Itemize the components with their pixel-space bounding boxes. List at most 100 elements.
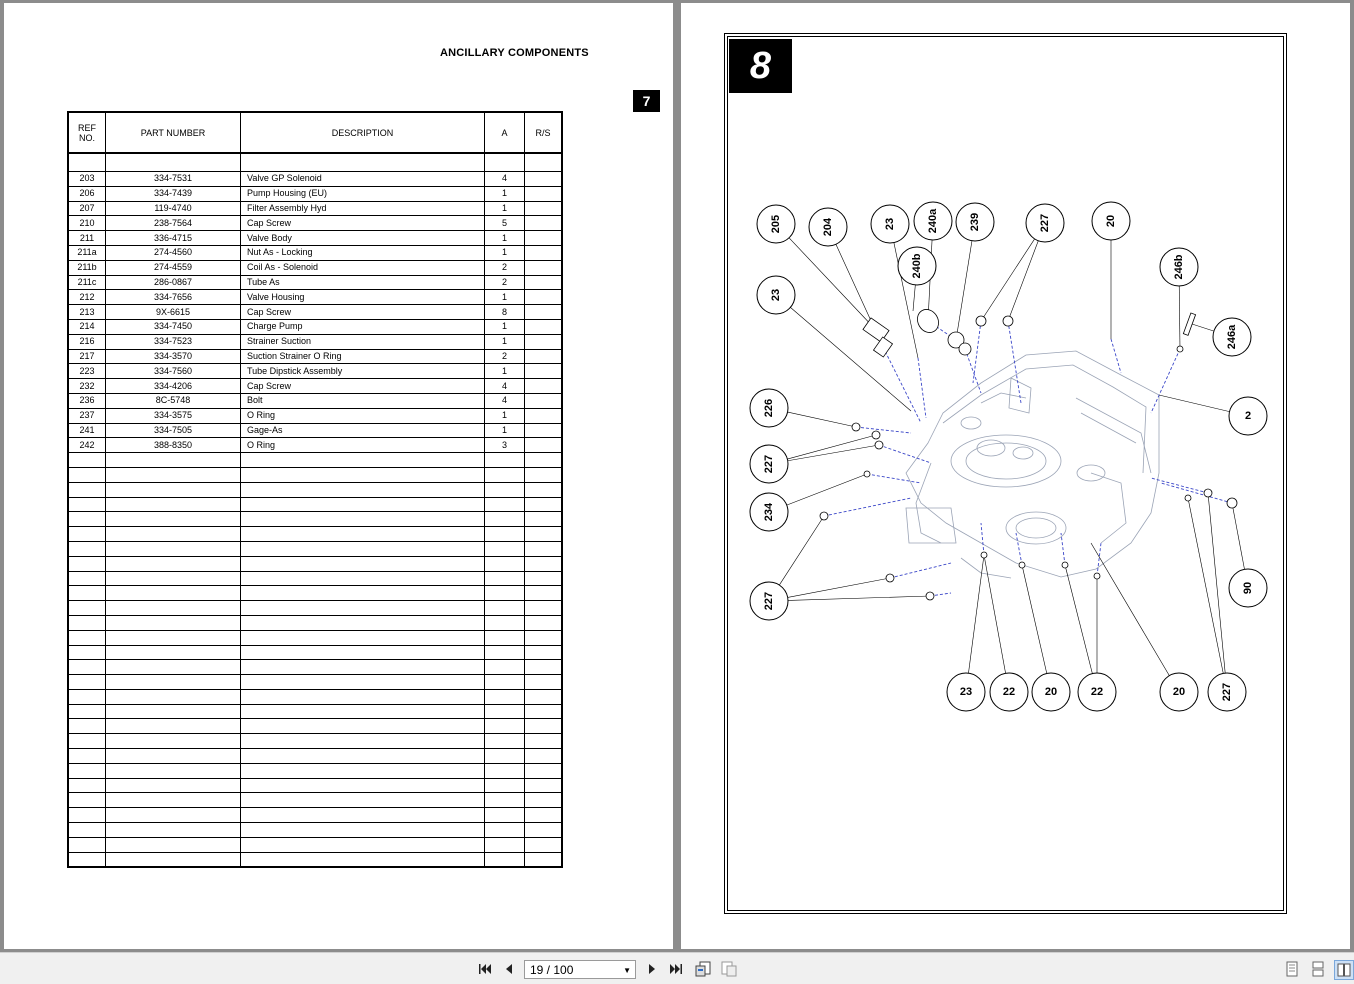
rs-cell xyxy=(524,378,563,394)
callout-label: 23 xyxy=(960,686,972,698)
callout-circle xyxy=(1159,672,1199,712)
description-cell: Cap Screw xyxy=(240,304,485,320)
callout-circle xyxy=(1228,396,1268,436)
callout-circle xyxy=(1025,203,1065,243)
leader-line xyxy=(983,554,1006,674)
empty-table-row xyxy=(67,556,563,572)
chevron-down-icon[interactable]: ▼ xyxy=(623,966,631,975)
last-page-icon[interactable] xyxy=(667,960,685,978)
page-number-field[interactable]: 19 / 100 ▼ xyxy=(524,960,636,979)
previous-page-icon[interactable] xyxy=(500,960,518,978)
continuous-view-icon[interactable] xyxy=(1309,960,1327,978)
callout-bubble: 227 xyxy=(749,444,789,484)
callout-label: 240b xyxy=(911,253,923,278)
leader-line xyxy=(787,411,857,428)
rs-cell xyxy=(524,319,563,335)
empty-table-row xyxy=(67,718,563,735)
callout-label: 90 xyxy=(1242,582,1254,594)
rs-cell xyxy=(524,186,563,202)
description-cell: Valve Housing xyxy=(240,289,485,306)
callout-label: 23 xyxy=(884,218,896,230)
rs-cell xyxy=(524,260,563,276)
leader-line xyxy=(790,307,912,412)
quantity-cell: 4 xyxy=(484,171,525,187)
callout-bubble: 2 xyxy=(1228,396,1268,436)
first-page-icon[interactable] xyxy=(476,960,494,978)
empty-table-row xyxy=(67,511,563,528)
callout-bubble: 204 xyxy=(808,207,848,247)
two-page-view-icon[interactable] xyxy=(1334,960,1354,980)
leader-line xyxy=(1207,492,1226,674)
quantity-cell: 4 xyxy=(484,378,525,394)
leader-line xyxy=(786,473,868,506)
callout-bubble: 22 xyxy=(989,672,1029,712)
callout-circle xyxy=(749,444,789,484)
page-title: ANCILLARY COMPONENTS xyxy=(440,47,589,59)
go-back-view-icon[interactable] xyxy=(694,960,712,978)
rs-cell xyxy=(524,437,563,454)
leader-line xyxy=(980,238,1035,322)
rs-cell xyxy=(524,304,563,320)
empty-table-row xyxy=(67,689,563,705)
rs-cell xyxy=(524,201,563,217)
callout-label: 23 xyxy=(770,289,782,301)
header-part-number: PART NUMBER xyxy=(105,112,241,154)
quantity-cell: 1 xyxy=(484,319,525,335)
ref-cell: 214 xyxy=(67,319,106,335)
description-cell: Tube Dipstick Assembly xyxy=(240,363,485,380)
ref-cell: 212 xyxy=(67,289,106,306)
page-indicator-text: 19 / 100 xyxy=(530,963,574,977)
callout-circle xyxy=(989,672,1029,712)
callout-circle xyxy=(1207,672,1247,712)
quantity-cell: 1 xyxy=(484,201,525,217)
assembly-line xyxy=(964,348,982,394)
go-forward-view-icon[interactable] xyxy=(720,960,738,978)
callout-bubble: 227 xyxy=(1207,672,1247,712)
empty-table-row xyxy=(67,645,563,661)
callout-label: 246b xyxy=(1173,254,1185,279)
callout-circle xyxy=(897,246,937,286)
callout-bubble: 205 xyxy=(756,204,796,244)
empty-table-row xyxy=(67,585,563,602)
callout-bubble: 234 xyxy=(749,492,789,532)
leader-line xyxy=(1231,502,1245,570)
empty-table-row xyxy=(67,807,563,824)
description-cell: Charge Pump xyxy=(240,319,485,335)
ref-cell: 211 xyxy=(67,230,106,246)
quantity-cell: 3 xyxy=(484,437,525,454)
part-number-cell: 334-4206 xyxy=(105,378,241,394)
callout-circle xyxy=(1031,672,1071,712)
ref-cell: 210 xyxy=(67,215,106,232)
assembly-dashed-lines xyxy=(823,320,1233,597)
assembly-line xyxy=(1007,320,1022,404)
leader-line xyxy=(787,595,931,601)
description-cell: Valve GP Solenoid xyxy=(240,171,485,187)
callout-bubble: 22 xyxy=(1077,672,1117,712)
leader-line xyxy=(1090,542,1170,676)
rs-cell xyxy=(524,423,563,439)
next-page-icon[interactable] xyxy=(643,960,661,978)
assembly-line xyxy=(917,357,927,419)
description-cell: Bolt xyxy=(240,393,485,409)
leader-line xyxy=(787,444,880,462)
callout-label: 20 xyxy=(1173,686,1185,698)
ref-cell: 203 xyxy=(67,171,106,187)
quantity-cell: 2 xyxy=(484,275,525,291)
part-number-cell: 336-4715 xyxy=(105,230,241,246)
description-cell: Nut As - Locking xyxy=(240,245,485,261)
part-number-cell: 334-3570 xyxy=(105,349,241,365)
callout-circle xyxy=(870,204,910,244)
rs-cell xyxy=(524,408,563,424)
ref-cell: 211c xyxy=(67,275,106,291)
rs-cell xyxy=(524,230,563,246)
assembly-line xyxy=(1150,348,1181,414)
callout-label: 226 xyxy=(763,399,775,417)
single-page-view-icon[interactable] xyxy=(1283,960,1301,978)
